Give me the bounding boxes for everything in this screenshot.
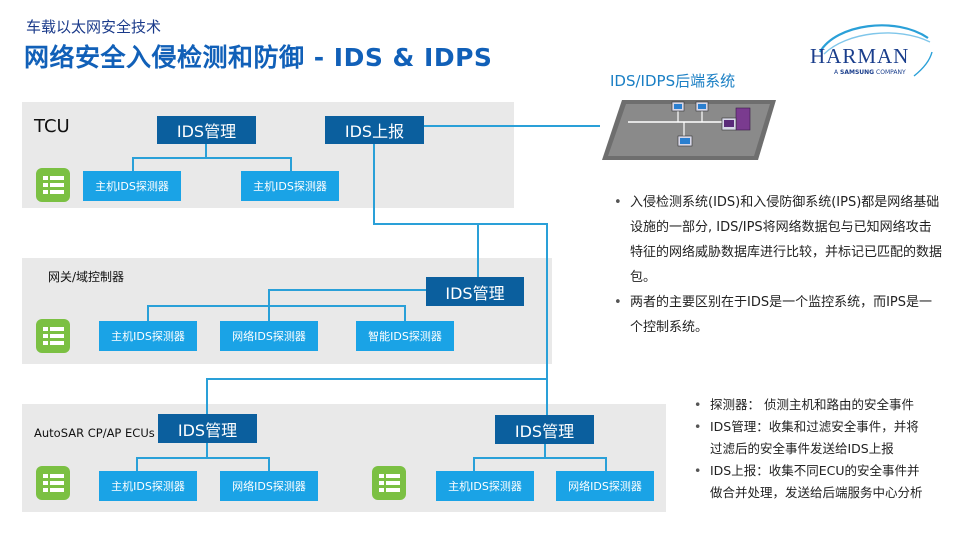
connector: [373, 144, 375, 224]
autosar-left-host-ids-probe: 主机IDS探测器: [99, 471, 197, 501]
connector: [473, 457, 475, 472]
connector: [424, 125, 600, 127]
connector: [136, 457, 270, 459]
autosar-right-ids-management-box: IDS管理: [495, 415, 594, 444]
tcu-host-ids-probe: 主机IDS探测器: [83, 171, 181, 201]
connector: [206, 378, 208, 414]
connector: [147, 305, 149, 322]
connector: [546, 223, 548, 379]
gateway-ids-management-box: IDS管理: [426, 277, 524, 306]
connector: [206, 378, 548, 380]
logo-tagline: A SAMSUNG COMPANY: [834, 69, 906, 76]
legend-item-continued: 过滤后的安全事件发送给IDS上报: [710, 441, 894, 456]
connector: [373, 223, 547, 225]
connector: [205, 144, 207, 158]
connector: [132, 157, 134, 172]
autosar-left-network-ids-probe: 网络IDS探测器: [220, 471, 318, 501]
tcu-host-ids-probe: 主机IDS探测器: [241, 171, 339, 201]
connector: [206, 443, 208, 458]
connector: [268, 289, 426, 291]
backend-label: IDS/IDPS后端系统: [610, 72, 736, 90]
connector: [268, 289, 270, 306]
document-list-icon: [36, 319, 70, 353]
gateway-network-ids-probe: 网络IDS探测器: [220, 321, 318, 351]
connector: [546, 378, 548, 416]
connector: [544, 444, 546, 458]
connector: [268, 457, 270, 472]
legend-item-continued: 做合并处理，发送给后端服务中心分析: [710, 485, 923, 500]
description: 入侵检测系统(IDS)和入侵防御系统(IPS)都是网络基础设施的一部分, IDS…: [612, 190, 944, 340]
autosar-left-ids-management-box: IDS管理: [158, 414, 257, 443]
harman-logo-icon: [819, 24, 933, 77]
network-computers-icon: [598, 94, 788, 166]
tcu-label: TCU: [34, 116, 70, 137]
tcu-ids-management-box: IDS管理: [157, 116, 256, 144]
connector: [136, 457, 138, 472]
document-list-icon: [372, 466, 406, 500]
connector: [605, 457, 607, 472]
connector: [477, 223, 479, 277]
legend-item: 探测器： 侦测主机和路由的安全事件: [692, 394, 946, 416]
connector: [147, 305, 405, 307]
document-list-icon: [36, 168, 70, 202]
gateway-smart-ids-probe: 智能IDS探测器: [356, 321, 454, 351]
autosar-label: AutoSAR CP/AP ECUs: [34, 426, 155, 440]
description-item: 入侵检测系统(IDS)和入侵防御系统(IPS)都是网络基础设施的一部分, IDS…: [612, 190, 944, 290]
connector: [268, 305, 270, 322]
connector: [404, 305, 406, 322]
legend-item: IDS上报：收集不同ECU的安全事件并: [692, 460, 946, 482]
legend: 探测器： 侦测主机和路由的安全事件 IDS管理：收集和过滤安全事件，并将 过滤后…: [692, 394, 946, 504]
logo-brand: HARMAN: [810, 44, 910, 68]
autosar-right-network-ids-probe: 网络IDS探测器: [556, 471, 654, 501]
document-list-icon: [36, 466, 70, 500]
tcu-ids-report-box: IDS上报: [325, 116, 424, 144]
gateway-host-ids-probe: 主机IDS探测器: [99, 321, 197, 351]
page-title: 网络安全入侵检测和防御 - IDS & IDPS: [24, 43, 493, 72]
autosar-right-host-ids-probe: 主机IDS探测器: [436, 471, 534, 501]
legend-item: IDS管理：收集和过滤安全事件，并将: [692, 416, 946, 438]
connector: [290, 157, 292, 172]
harman-logo: HARMAN A SAMSUNG COMPANY: [806, 18, 936, 84]
connector: [473, 457, 607, 459]
gateway-label: 网关/域控制器: [48, 270, 125, 284]
subtitle: 车载以太网安全技术: [26, 18, 162, 36]
description-item: 两者的主要区别在于IDS是一个监控系统，而IPS是一个控制系统。: [612, 290, 944, 340]
connector: [132, 157, 292, 159]
